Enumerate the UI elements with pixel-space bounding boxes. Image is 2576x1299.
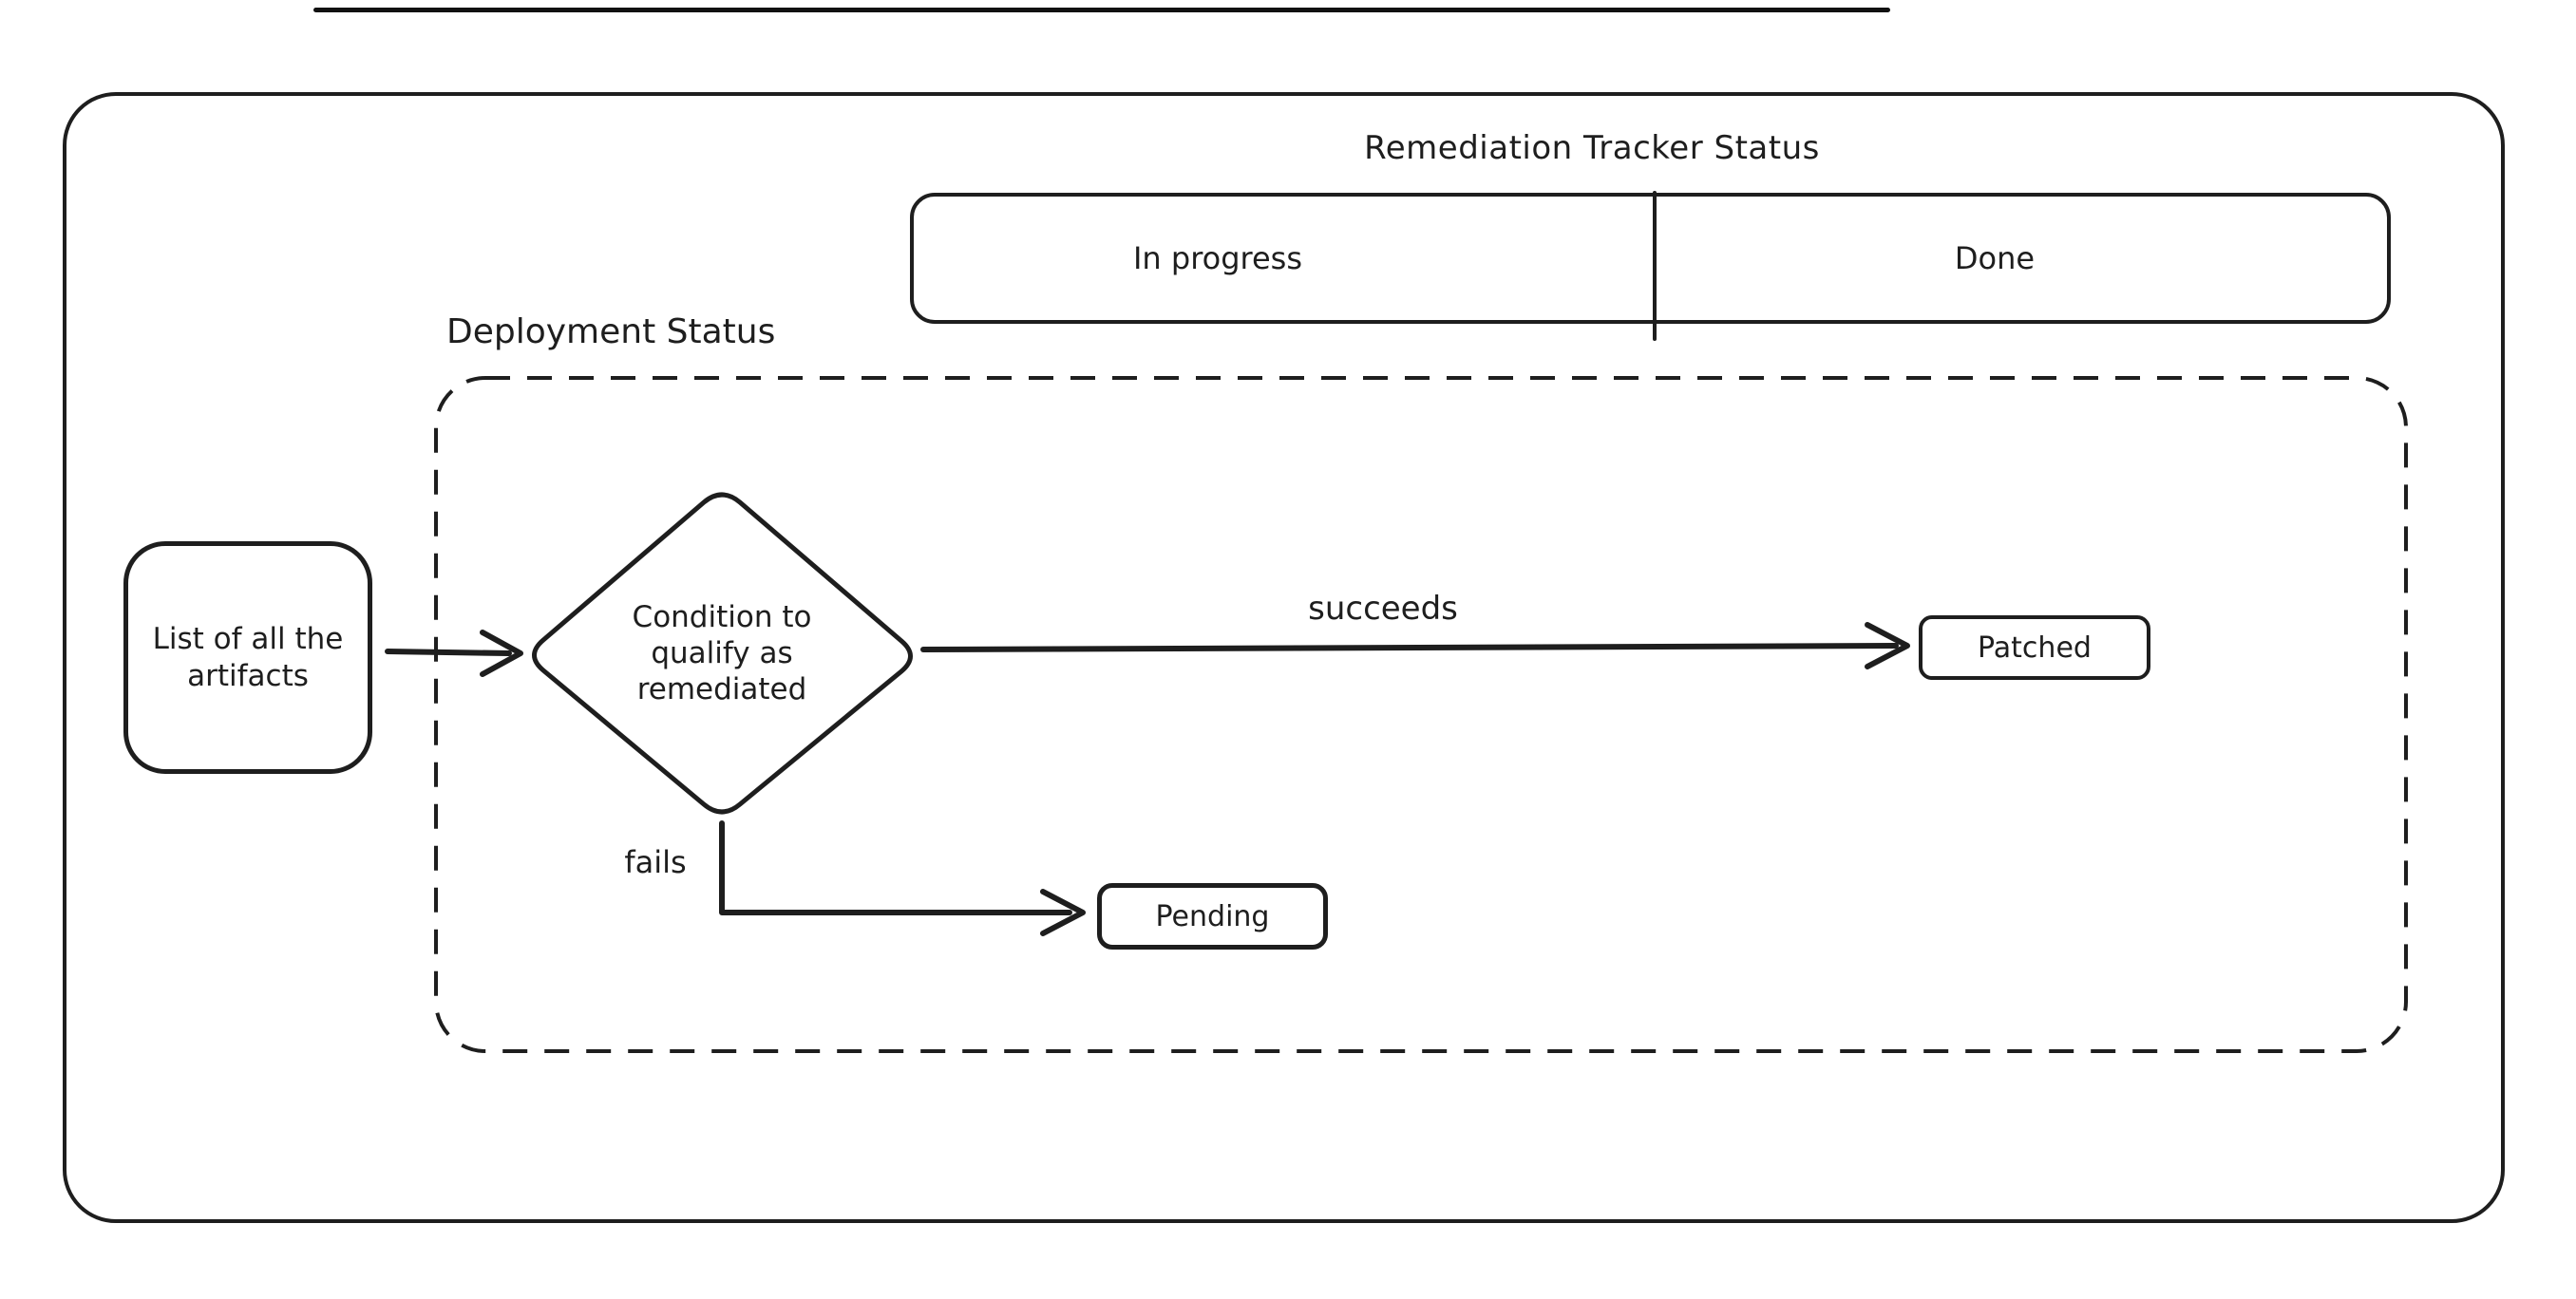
deployment-status-region: [434, 376, 2408, 1053]
tracker-status-bar: [910, 193, 2391, 324]
arrowhead-fails: [1040, 889, 1086, 936]
arrow-artifacts-to-condition: [385, 649, 512, 656]
arrow-fails: [719, 820, 1072, 915]
diagram-title: Remediation Tracker Status: [1364, 129, 1820, 167]
succeeds-edge-label: succeeds: [1308, 590, 1458, 628]
deployment-status-label: Deployment Status: [446, 312, 776, 351]
condition-diamond-label: Condition to qualify as remediated: [632, 600, 812, 706]
arrow-succeeds: [920, 643, 1899, 652]
tracker-column-done: Done: [1954, 240, 2036, 276]
arrowhead-succeeds: [1865, 622, 1910, 669]
pending-node-label: Pending: [1155, 899, 1270, 933]
patched-node-label: Patched: [1978, 631, 2092, 665]
arrowhead-artifacts-to-condition: [480, 630, 523, 677]
artifacts-node: List of all the artifacts: [123, 541, 372, 774]
condition-diamond: [532, 492, 913, 815]
pending-node: Pending: [1097, 883, 1328, 950]
artifacts-node-label: List of all the artifacts: [152, 621, 344, 693]
tracker-column-in-progress: In progress: [1132, 240, 1303, 276]
patched-node: Patched: [1919, 615, 2150, 680]
fails-edge-label: fails: [624, 844, 687, 880]
cropped-top-line: [313, 8, 1890, 12]
